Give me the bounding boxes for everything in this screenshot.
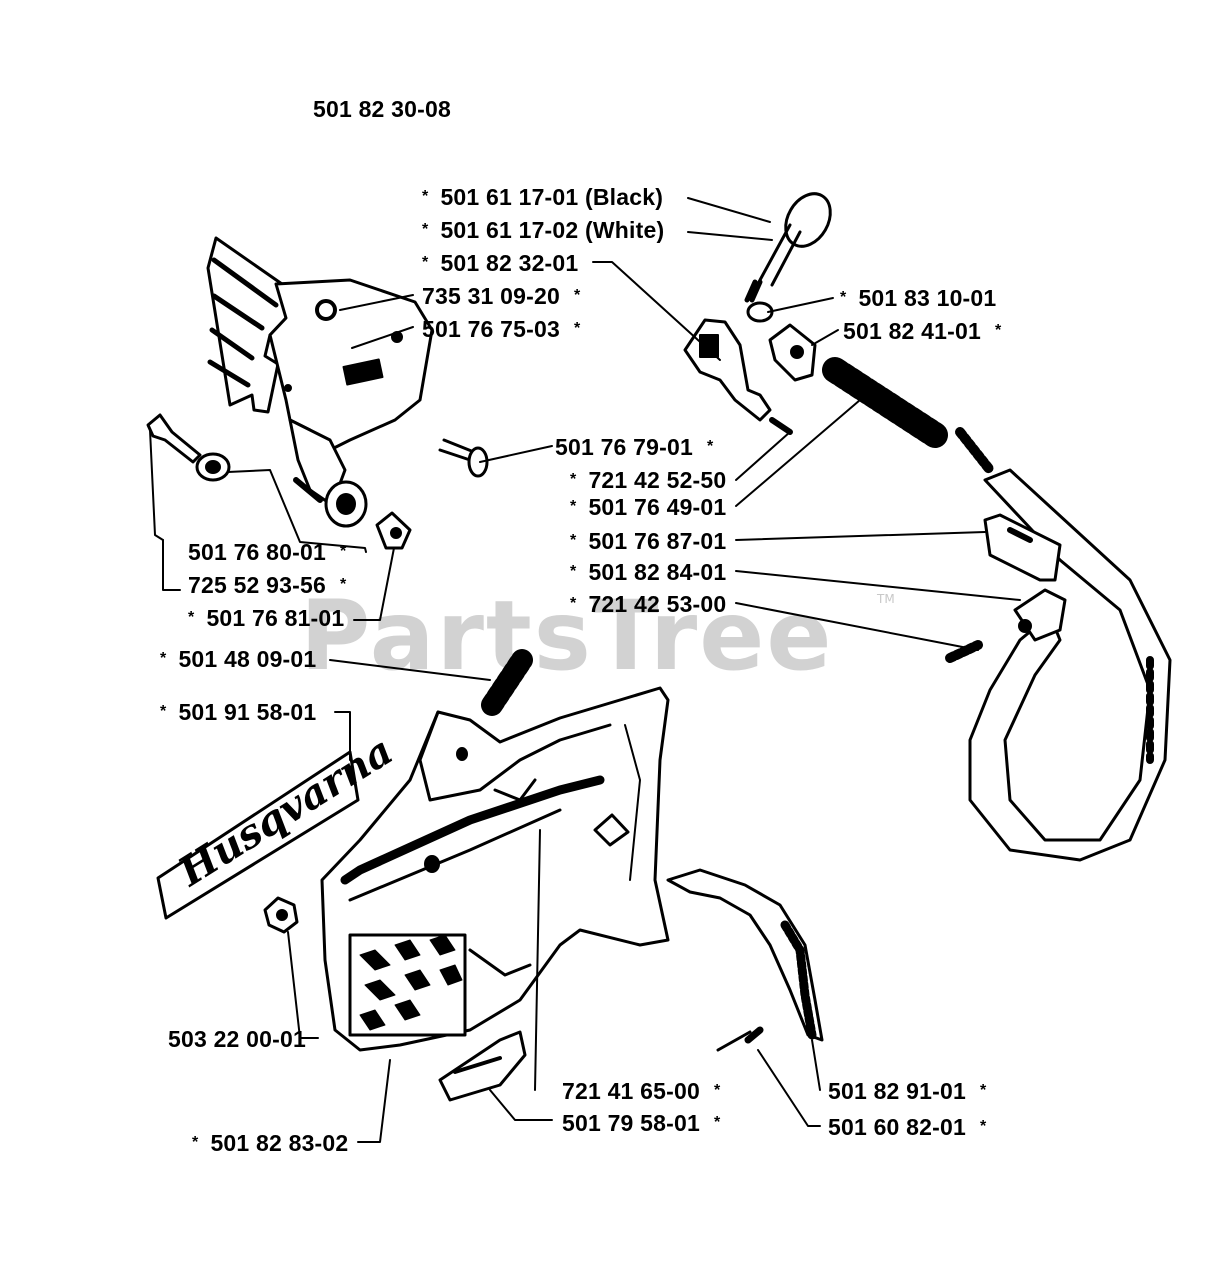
star-mark: * [339, 543, 347, 560]
pin-part [945, 640, 983, 663]
part-label-501-82-83-02[interactable]: * 501 82 83-02 [192, 1132, 348, 1155]
part-label-735-31-09-20[interactable]: 735 31 09-20 * [422, 285, 580, 308]
rivet-part [716, 1026, 764, 1052]
part-number-text: 501 60 82-01 [828, 1114, 966, 1140]
star-mark: * [573, 287, 581, 304]
part-number-text: 501 82 91-01 [828, 1078, 966, 1104]
star-mark: * [979, 1082, 987, 1099]
cover-plate-part [438, 1030, 527, 1102]
part-label-501-76-75-03[interactable]: 501 76 75-03 * [422, 318, 580, 341]
link-part [1013, 588, 1067, 642]
part-number-text: 501 82 84-01 [588, 559, 727, 585]
part-number-text: 725 52 93-56 [188, 572, 326, 598]
part-number-text: 501 83 10-01 [858, 285, 997, 311]
part-label-501-82-84-01[interactable]: * 501 82 84-01 [570, 561, 726, 584]
part-label-721-42-53-00[interactable]: * 721 42 53-00 [570, 593, 726, 616]
coupling-part [768, 323, 817, 382]
bushing-part [195, 452, 231, 482]
part-number-text: 503 22 00-01 [168, 1026, 306, 1052]
star-mark: * [713, 1082, 721, 1099]
star-mark: * [422, 188, 429, 205]
leader-lines [149, 197, 1021, 1143]
star-mark: * [840, 289, 847, 306]
part-label-501-76-80-01[interactable]: 501 76 80-01 * [188, 541, 346, 564]
part-label-501-76-81-01[interactable]: * 501 76 81-01 [188, 607, 344, 630]
part-number-text: 501 61 17-01 (Black) [440, 184, 664, 210]
chain-cover-part [320, 686, 670, 1052]
part-number-text: 501 76 75-03 [422, 316, 560, 342]
part-label-501-91-58-01[interactable]: * 501 91 58-01 [160, 701, 316, 724]
part-label-725-52-93-56[interactable]: 725 52 93-56 * [188, 574, 346, 597]
part-label-501-79-58-01[interactable]: 501 79 58-01 * [562, 1112, 720, 1135]
watermark-trademark: TM [877, 592, 895, 606]
screw-part [146, 413, 202, 464]
part-number-text: 501 76 80-01 [188, 539, 326, 565]
part-label-721-41-65-00[interactable]: 721 41 65-00 * [562, 1080, 720, 1103]
part-label-503-22-00-01[interactable]: 503 22 00-01 [168, 1028, 306, 1051]
part-label-501-48-09-01[interactable]: * 501 48 09-01 [160, 648, 316, 671]
part-label-501-83-10-01[interactable]: * 501 83 10-01 [840, 287, 996, 310]
star-mark: * [706, 438, 714, 455]
star-mark: * [570, 498, 577, 515]
part-number-text: 501 76 79-01 [555, 434, 693, 460]
part-label-501-82-41-01[interactable]: 501 82 41-01 * [843, 320, 1001, 343]
part-label-501-76-87-01[interactable]: * 501 76 87-01 [570, 530, 726, 553]
spring-part [822, 357, 995, 475]
part-number-text: 501 79 58-01 [562, 1110, 700, 1136]
star-mark: * [570, 532, 577, 549]
lever-part [683, 318, 793, 435]
stud-part [481, 649, 533, 716]
washer-part [315, 299, 337, 321]
chain-guard-part [666, 868, 824, 1042]
part-number-text: 721 42 53-00 [588, 591, 727, 617]
star-mark: * [994, 322, 1002, 339]
part-label-501-61-17-01[interactable]: * 501 61 17-01 (Black) [422, 186, 663, 209]
part-label-501-61-17-02[interactable]: * 501 61 17-02 (White) [422, 219, 664, 242]
bracket-part [983, 513, 1062, 582]
part-number-text: 501 91 58-01 [178, 699, 317, 725]
star-mark: * [570, 563, 577, 580]
star-mark: * [570, 471, 577, 488]
star-mark: * [160, 703, 167, 720]
brake-handle-part [206, 236, 434, 528]
star-mark: * [160, 650, 167, 667]
star-mark: * [573, 320, 581, 337]
part-label-501-82-32-01[interactable]: * 501 82 32-01 [422, 252, 578, 275]
part-number-text: 501 82 32-01 [440, 250, 579, 276]
part-number-text: 501 61 17-02 (White) [440, 217, 665, 243]
logo-decal-part [156, 750, 360, 920]
part-number-text: 501 82 83-02 [210, 1130, 349, 1156]
star-mark: * [422, 221, 429, 238]
nut-part [375, 511, 412, 550]
part-label-501-76-79-01[interactable]: 501 76 79-01 * [555, 436, 713, 459]
part-label-501-76-49-01[interactable]: * 501 76 49-01 [570, 496, 726, 519]
part-number-text: 501 76 81-01 [206, 605, 345, 631]
star-mark: * [339, 576, 347, 593]
part-number-text: 721 41 65-00 [562, 1078, 700, 1104]
part-number-text: 501 82 41-01 [843, 318, 981, 344]
part-number-text: 721 42 52-50 [588, 467, 727, 493]
star-mark: * [979, 1118, 987, 1135]
part-label-501-82-91-01[interactable]: 501 82 91-01 * [828, 1080, 986, 1103]
star-mark: * [192, 1134, 199, 1151]
part-number-text: 501 76 49-01 [588, 494, 727, 520]
part-label-721-42-52-50[interactable]: * 721 42 52-50 [570, 469, 726, 492]
part-number-text: 735 31 09-20 [422, 283, 560, 309]
part-label-501-60-82-01[interactable]: 501 60 82-01 * [828, 1116, 986, 1139]
star-mark: * [570, 595, 577, 612]
assembly-number: 501 82 30-08 [313, 96, 451, 122]
part-number-text: 501 48 09-01 [178, 646, 317, 672]
star-mark: * [713, 1114, 721, 1131]
star-mark: * [422, 254, 429, 271]
pivot-bolt-part [438, 438, 489, 478]
chain-cover-nut-part [263, 896, 299, 934]
star-mark: * [188, 609, 195, 626]
knob-part [744, 192, 832, 303]
part-number-text: 501 76 87-01 [588, 528, 727, 554]
